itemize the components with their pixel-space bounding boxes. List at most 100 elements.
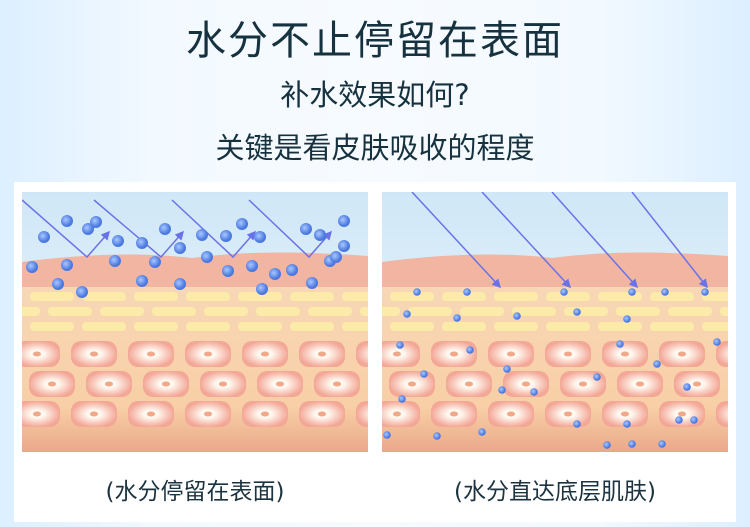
water-droplet bbox=[174, 242, 186, 254]
stratum-corneum bbox=[22, 252, 368, 287]
lipid-cell bbox=[494, 292, 538, 301]
water-droplet bbox=[338, 215, 350, 227]
water-droplet bbox=[256, 283, 268, 295]
water-droplet bbox=[683, 383, 691, 391]
cell-nucleus bbox=[450, 411, 458, 417]
penetrate-arrow bbox=[631, 192, 708, 289]
water-droplet bbox=[61, 215, 73, 227]
skin-cell bbox=[356, 401, 368, 427]
cell-nucleus bbox=[621, 351, 629, 357]
water-droplet bbox=[573, 420, 581, 428]
water-droplet bbox=[306, 277, 318, 289]
lipid-cell bbox=[290, 292, 334, 301]
lipid-cell bbox=[390, 292, 434, 301]
cell-nucleus bbox=[450, 351, 458, 357]
cell-nucleus bbox=[48, 381, 56, 387]
skin-cell bbox=[716, 341, 728, 367]
cell-nucleus bbox=[219, 381, 227, 387]
water-droplet bbox=[109, 255, 121, 267]
cell-nucleus bbox=[147, 351, 155, 357]
water-droplet bbox=[112, 235, 124, 247]
lipid-cell bbox=[650, 322, 694, 331]
penetrate-arrow bbox=[411, 192, 502, 289]
water-droplet bbox=[623, 420, 631, 428]
water-droplet bbox=[593, 373, 601, 381]
cell-nucleus bbox=[678, 411, 686, 417]
water-droplet bbox=[398, 395, 406, 403]
water-droplet bbox=[658, 440, 666, 448]
penetrate-arrow bbox=[481, 192, 572, 289]
lipid-cell bbox=[290, 322, 334, 331]
cell-nucleus bbox=[693, 381, 701, 387]
water-droplet bbox=[286, 264, 298, 276]
caption-surface: (水分停留在表面) bbox=[105, 479, 285, 505]
water-droplet bbox=[220, 230, 232, 242]
water-droplet bbox=[701, 288, 709, 296]
cell-nucleus bbox=[204, 411, 212, 417]
water-droplet bbox=[52, 278, 64, 290]
water-droplet bbox=[690, 416, 698, 424]
cell-nucleus bbox=[522, 381, 530, 387]
water-droplet bbox=[396, 341, 404, 349]
cell-nucleus bbox=[507, 351, 515, 357]
cell-nucleus bbox=[507, 411, 515, 417]
lipid-cell bbox=[360, 307, 368, 316]
water-droplet bbox=[201, 251, 213, 263]
cell-nucleus bbox=[33, 351, 41, 357]
subtitle-2: 关键是看皮肤吸收的程度 bbox=[215, 131, 535, 165]
water-droplet bbox=[661, 288, 669, 296]
subtitle: 补水效果如何? bbox=[280, 78, 470, 112]
water-droplet bbox=[420, 370, 428, 378]
water-droplet bbox=[560, 288, 568, 296]
water-droplet bbox=[513, 312, 521, 320]
water-droplet bbox=[628, 440, 636, 448]
water-droplet bbox=[314, 229, 326, 241]
water-droplet bbox=[136, 237, 148, 249]
lipid-cell bbox=[134, 322, 178, 331]
water-droplet bbox=[236, 218, 248, 230]
water-droplet bbox=[38, 231, 50, 243]
lipid-cell bbox=[650, 292, 694, 301]
water-droplet bbox=[675, 416, 683, 424]
lipid-cell bbox=[186, 322, 230, 331]
water-droplet bbox=[76, 286, 88, 298]
water-droplet bbox=[503, 365, 511, 373]
cell-nucleus bbox=[105, 381, 113, 387]
cell-nucleus bbox=[564, 411, 572, 417]
lipid-cell bbox=[702, 322, 728, 331]
water-droplet bbox=[196, 229, 208, 241]
lipid-cell bbox=[442, 292, 486, 301]
lipid-cell bbox=[598, 322, 642, 331]
cell-nucleus bbox=[465, 381, 473, 387]
caption-deep: (水分直达底层肌肤) bbox=[454, 479, 656, 505]
reflect-arrow bbox=[248, 199, 332, 259]
cell-nucleus bbox=[276, 381, 284, 387]
cell-nucleus bbox=[393, 411, 401, 417]
cell-nucleus bbox=[333, 381, 341, 387]
page-title: 水分不止停留在表面 bbox=[186, 18, 564, 64]
water-droplet bbox=[628, 288, 636, 296]
cell-nucleus bbox=[579, 381, 587, 387]
lipid-cell bbox=[390, 322, 434, 331]
penetrate-arrow bbox=[551, 192, 639, 289]
cell-nucleus bbox=[393, 351, 401, 357]
lipid-cell bbox=[564, 307, 608, 316]
lipid-cell bbox=[134, 292, 178, 301]
panel-surface: (水分停留在表面) bbox=[14, 182, 376, 522]
water-droplet bbox=[453, 314, 461, 322]
lipid-cell bbox=[48, 307, 92, 316]
lipid-cell bbox=[408, 307, 452, 316]
cell-nucleus bbox=[678, 351, 686, 357]
lipid-cell bbox=[546, 322, 590, 331]
water-droplet bbox=[466, 346, 474, 354]
panel-deep: (水分直达底层肌肤) bbox=[374, 182, 736, 522]
cell-nucleus bbox=[408, 381, 416, 387]
water-droplet bbox=[159, 223, 171, 235]
water-droplet bbox=[330, 251, 342, 263]
lipid-cell bbox=[460, 307, 504, 316]
lipid-cell bbox=[238, 322, 282, 331]
lipid-cell bbox=[82, 292, 126, 301]
skin-illustration-deep bbox=[382, 192, 728, 452]
skin-cell bbox=[716, 401, 728, 427]
lipid-cell bbox=[342, 292, 368, 301]
